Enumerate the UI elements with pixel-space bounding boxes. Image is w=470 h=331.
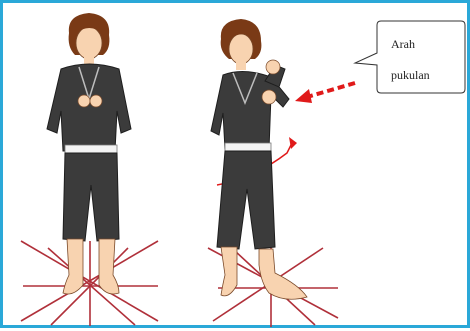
left-foot (221, 247, 237, 296)
callout-label: Arah pukulan (391, 29, 463, 91)
left-hand (78, 95, 90, 107)
front-fist (266, 60, 280, 74)
callout-line-2: pukulan (391, 60, 463, 91)
belt (65, 145, 117, 153)
jacket (47, 64, 131, 151)
pants (63, 153, 119, 241)
right-hand (90, 95, 102, 107)
callout-line-1: Arah (391, 29, 463, 60)
figure-guard-stance (208, 19, 338, 327)
left-foot-direction-lines (21, 241, 158, 326)
face (229, 34, 253, 64)
face (76, 27, 102, 59)
figure-standing-front (21, 13, 158, 326)
rear-fist (262, 90, 276, 104)
belt (225, 143, 271, 151)
right-foot (99, 239, 119, 294)
punch-direction-arrow (295, 83, 355, 103)
pants (217, 151, 275, 249)
